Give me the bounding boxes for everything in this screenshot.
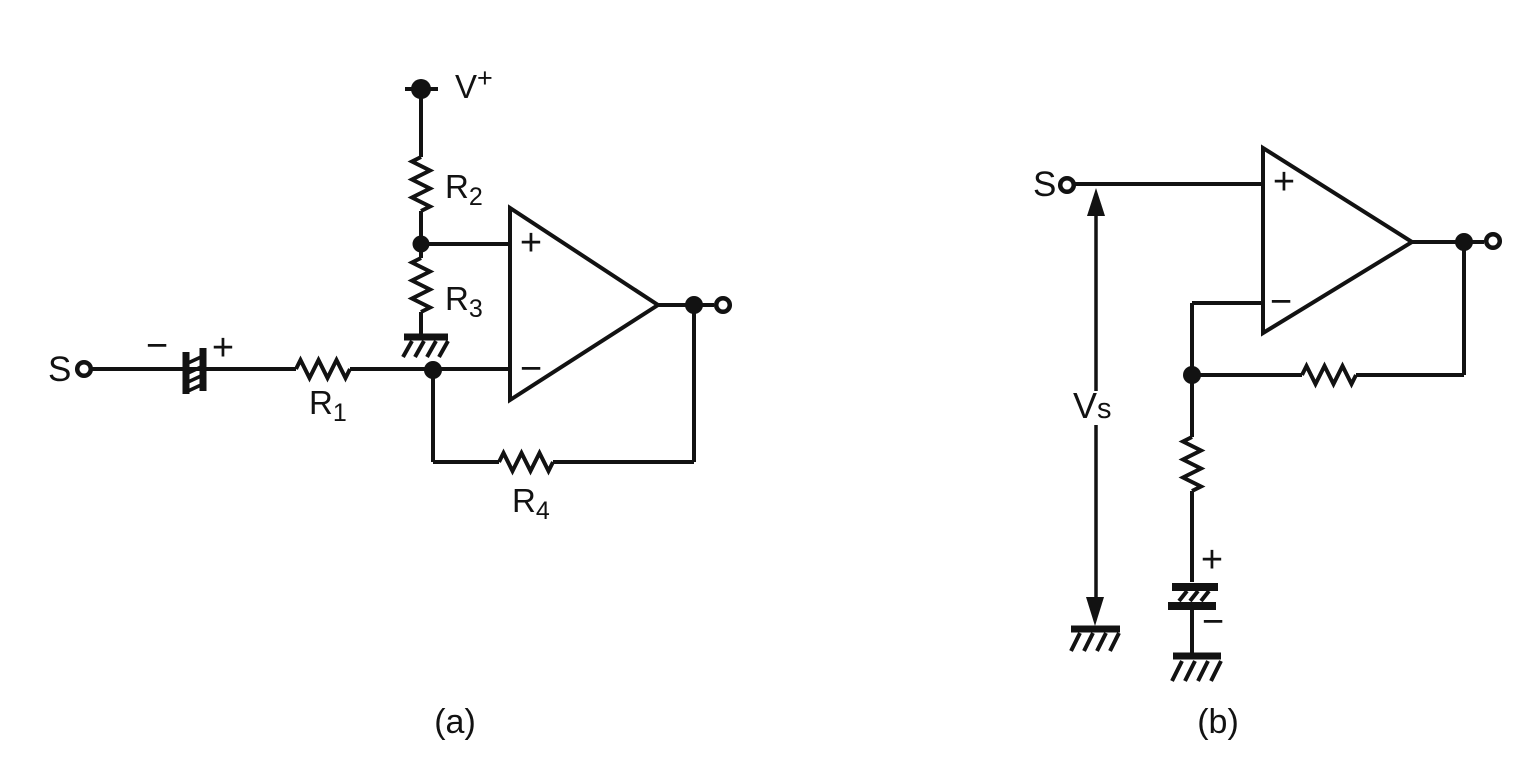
resistor-r1 <box>294 355 352 383</box>
opamp-b: + − <box>1261 144 1416 337</box>
ground-hatch <box>437 340 450 358</box>
opamp-b-triangle <box>1261 144 1416 337</box>
battery-hatch <box>1199 589 1211 603</box>
output-terminal-a <box>658 295 733 315</box>
ground-symbol-a <box>401 333 450 358</box>
opamp-b-noninverting-sign: + <box>1273 161 1295 203</box>
label-r2: R2 <box>445 168 483 211</box>
ground-hatch <box>1183 660 1197 682</box>
feedback-loop-b <box>1192 242 1466 389</box>
ground-symbol-b-source <box>1069 625 1121 652</box>
circuit-b: S Vs + <box>1033 144 1503 741</box>
label-r1: R1 <box>309 384 347 427</box>
opamp-a-triangle <box>508 204 662 404</box>
circuit-a: V+ R2 R3 S <box>48 63 733 741</box>
battery-cell-symbol <box>1168 583 1218 610</box>
ground-hatch <box>1108 632 1121 652</box>
electrode-minus-sign: − <box>146 325 168 367</box>
ground-hatch <box>1095 632 1108 652</box>
opamp-b-inverting-sign: − <box>1270 281 1292 323</box>
ground-symbol-b-battery <box>1170 652 1223 682</box>
ground-hatch <box>1170 660 1184 682</box>
source-terminal-circle <box>1057 175 1077 195</box>
arrowhead-up <box>1087 188 1105 216</box>
electrode-cell-symbol: − + <box>146 325 234 394</box>
opamp-a-inverting-sign: − <box>520 348 542 390</box>
battery-minus-sign: − <box>1202 601 1224 643</box>
ground-leg-resistor <box>1178 435 1206 493</box>
ground-hatch <box>1082 632 1095 652</box>
source-terminal-a: S <box>48 350 94 389</box>
source-terminal-circle <box>74 359 94 379</box>
output-terminal-b <box>1412 231 1503 251</box>
battery-plus-sign: + <box>1201 539 1223 581</box>
arrowhead-down <box>1086 597 1104 626</box>
source-terminal-b: S <box>1033 165 1077 204</box>
electrode-hatch <box>187 355 202 365</box>
resistor-r3 <box>407 256 435 314</box>
resistor-r2 <box>407 155 435 213</box>
caption-b: (b) <box>1197 703 1239 741</box>
source-terminal-label: S <box>48 350 71 389</box>
electrode-hatch <box>187 383 202 393</box>
source-voltage-label: Vs <box>1073 385 1112 426</box>
output-terminal-circle-b <box>1483 231 1503 251</box>
ground-hatch <box>425 340 438 358</box>
electrode-hatch <box>187 374 202 384</box>
battery-hatch <box>1188 589 1200 603</box>
ground-hatch <box>1196 660 1210 682</box>
source-terminal-label: S <box>1033 165 1056 204</box>
output-terminal-circle-a <box>713 295 733 315</box>
label-r3: R3 <box>445 280 483 323</box>
opamp-a: + − <box>508 204 662 404</box>
opamp-a-noninverting-sign: + <box>520 222 542 264</box>
label-r4: R4 <box>512 482 550 525</box>
resistor-r4 <box>497 448 555 476</box>
source-voltage-arrow: Vs <box>1073 188 1112 626</box>
battery-hatch <box>1177 589 1189 603</box>
ground-leg-b: + − <box>1168 375 1224 682</box>
ground-hatch <box>1069 632 1082 652</box>
supply-label: V+ <box>455 63 493 105</box>
electrode-hatch <box>187 365 202 375</box>
ground-hatch <box>1209 660 1223 682</box>
supply-terminal-a: V+ <box>405 63 493 105</box>
electrode-plus-sign: + <box>212 327 234 369</box>
feedback-resistor <box>1300 361 1358 389</box>
ground-hatch <box>401 340 414 358</box>
caption-a: (a) <box>434 703 476 741</box>
feedback-loop-a: R4 <box>431 305 696 525</box>
ground-hatch <box>413 340 426 358</box>
